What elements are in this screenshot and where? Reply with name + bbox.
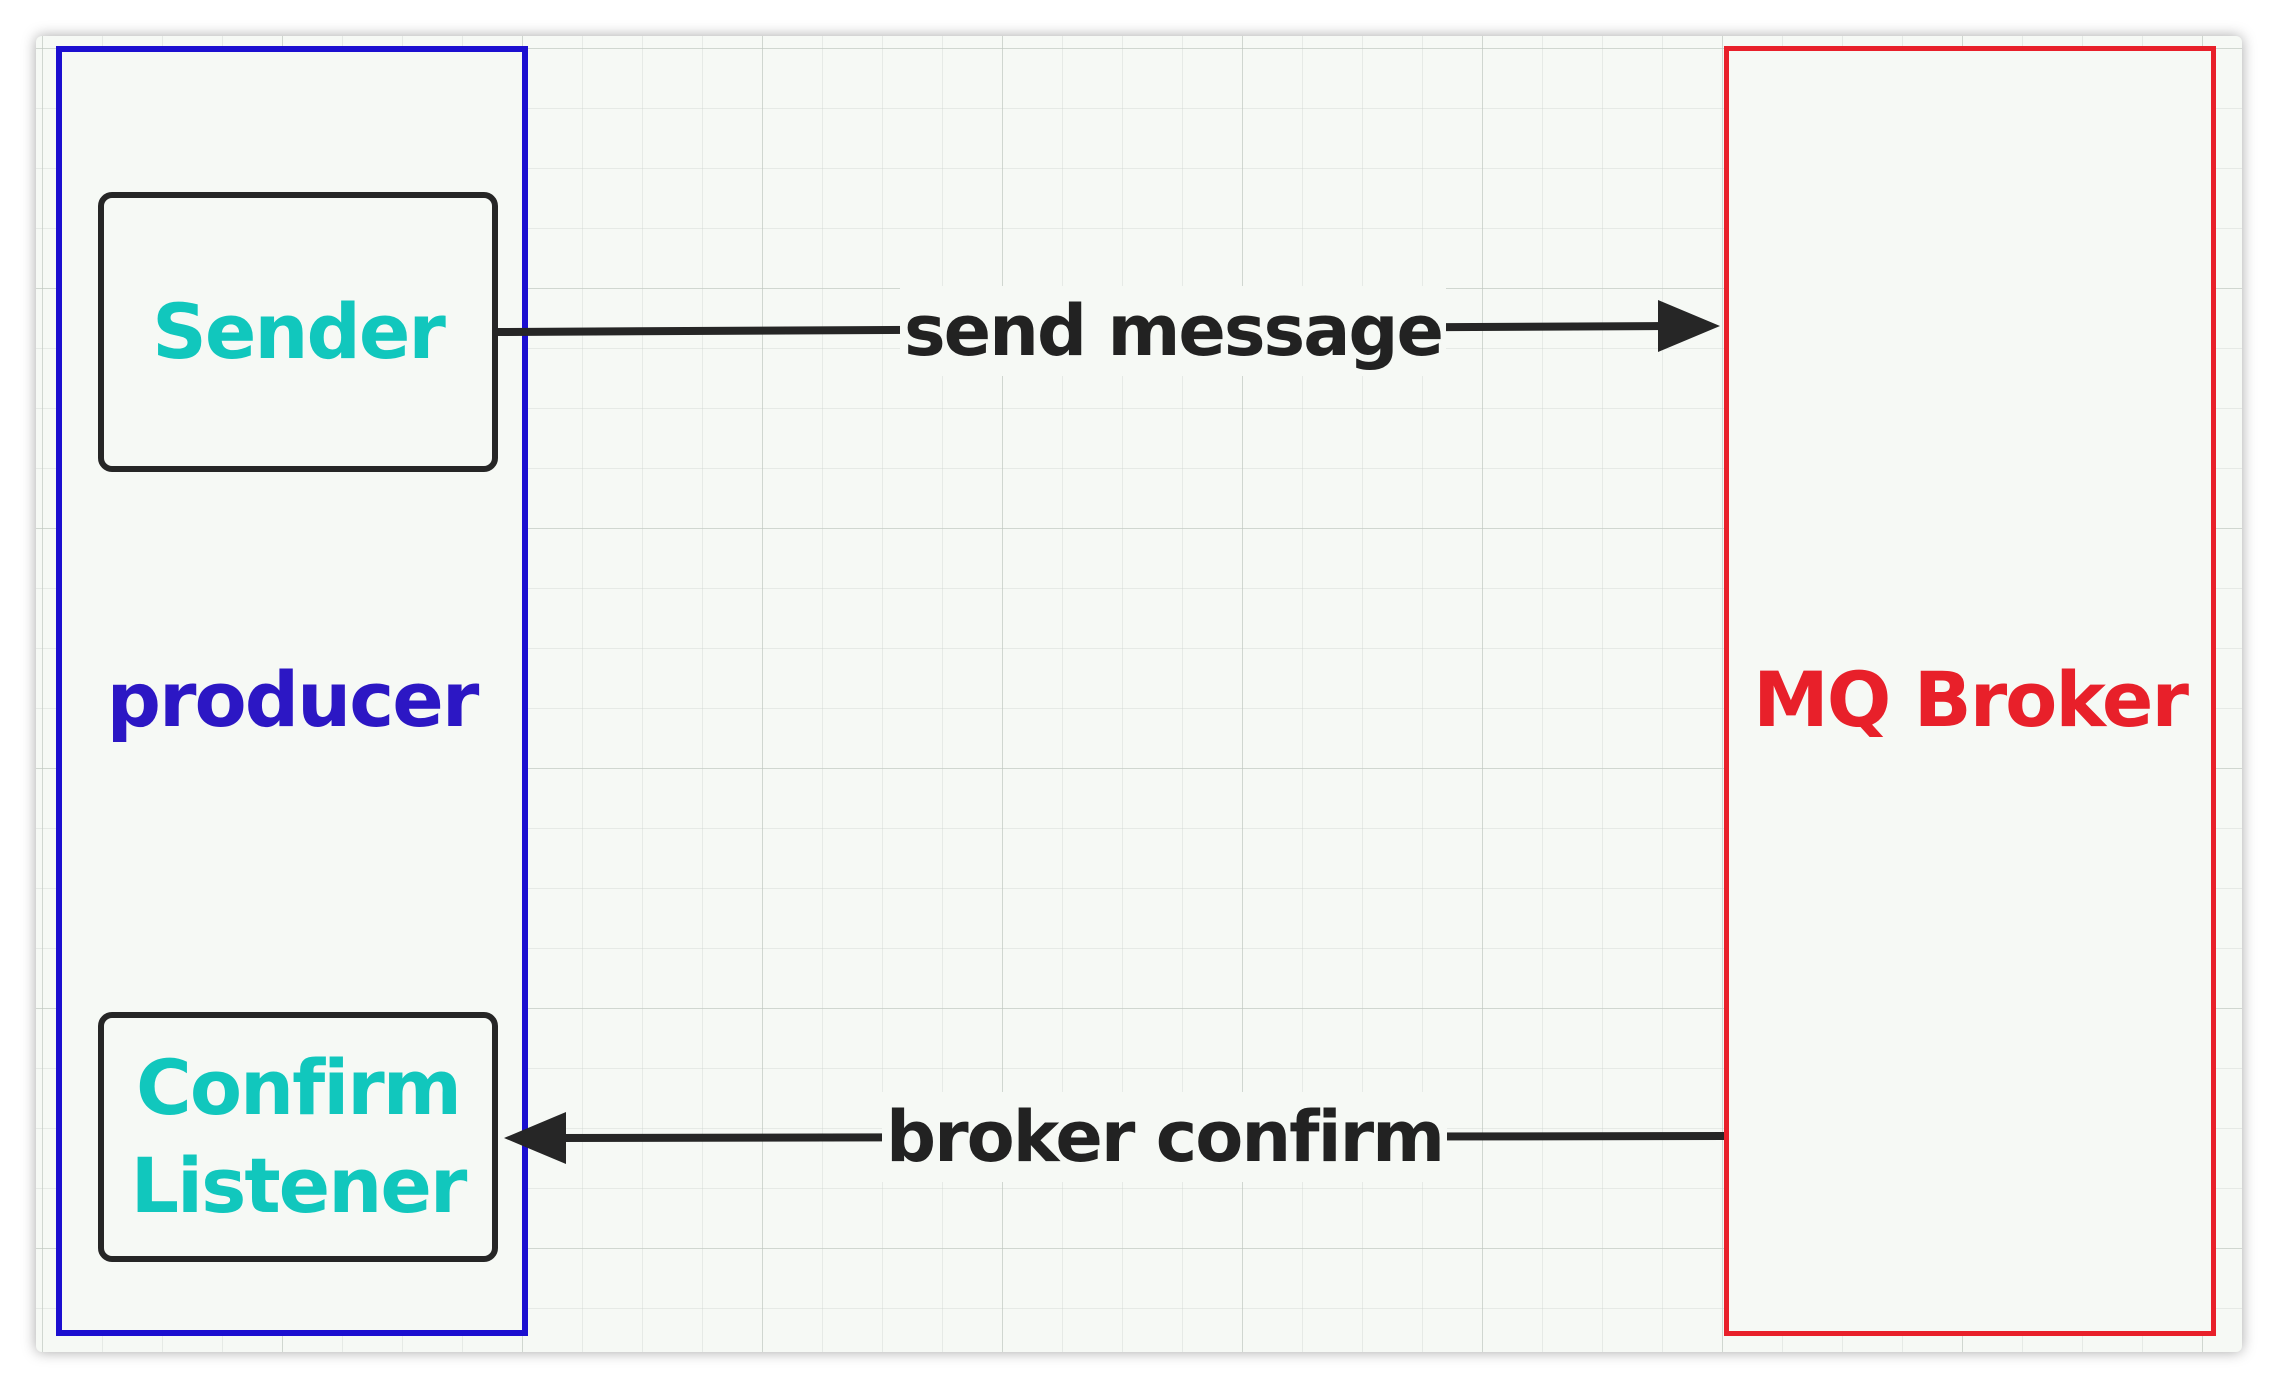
confirm-listener-node: Confirm Listener <box>98 1012 498 1262</box>
broker-confirm-arrowhead-icon <box>504 1112 566 1164</box>
confirm-listener-label-line2: Listener <box>130 1141 468 1230</box>
broker-confirm-label: broker confirm <box>882 1092 1448 1182</box>
confirm-listener-label-line1: Confirm <box>136 1043 462 1132</box>
mq-broker-label: MQ Broker <box>1753 655 2189 744</box>
sender-label: Sender <box>152 287 446 376</box>
send-message-label: send message <box>900 286 1447 376</box>
producer-label: producer <box>106 655 480 744</box>
send-message-arrowhead-icon <box>1658 300 1720 352</box>
sender-node: Sender <box>98 192 498 472</box>
mq-broker-container <box>1724 46 2216 1336</box>
